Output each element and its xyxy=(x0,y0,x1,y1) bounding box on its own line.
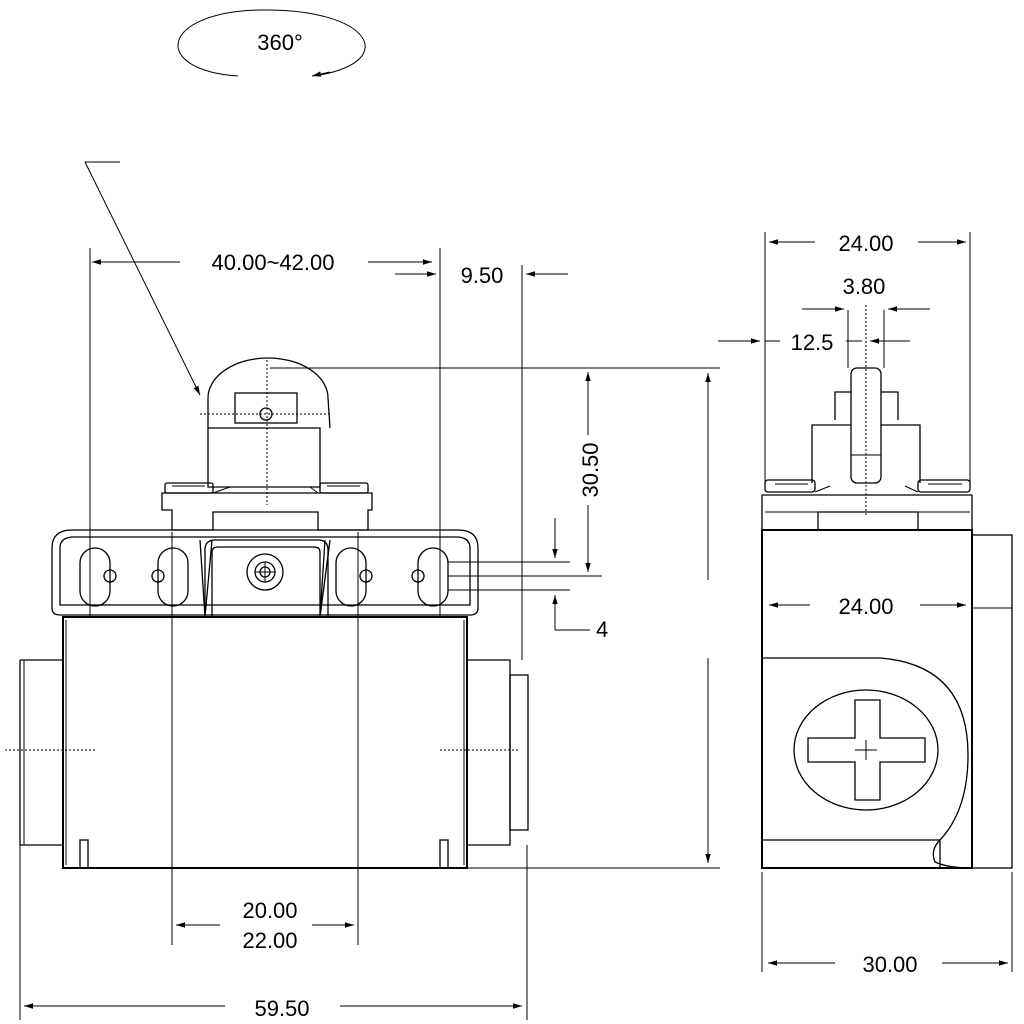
plunger-housing xyxy=(207,427,321,488)
dim-mount-min: 20.00 xyxy=(242,898,297,923)
screw-cross-slot xyxy=(807,699,926,801)
rotation-arc xyxy=(177,9,366,77)
roller-axle-block xyxy=(234,392,298,424)
screw-head-right xyxy=(319,482,369,494)
switch-body xyxy=(62,616,468,869)
rotation-symbol: 360° xyxy=(177,9,366,77)
front-view: 40.00~42.00 9.50 30.50 4 20.00 22.00 59.… xyxy=(5,248,720,1021)
side-body xyxy=(761,529,973,869)
center-screw xyxy=(246,553,284,591)
roller-outline xyxy=(207,357,331,429)
conduit-left xyxy=(19,659,63,846)
conduit-right xyxy=(467,659,511,846)
adjustment-screw xyxy=(793,689,939,811)
side-head-housing xyxy=(762,657,969,868)
side-dim-top-width: 24.00 xyxy=(838,231,893,256)
roller-leader xyxy=(84,161,201,396)
dim-width: 59.50 xyxy=(254,996,309,1021)
mounting-flange xyxy=(51,529,479,616)
dim-adjust-range: 40.00~42.00 xyxy=(212,250,335,275)
top-collar xyxy=(161,492,373,531)
rotation-label: 360° xyxy=(257,30,303,55)
dim-offset: 9.50 xyxy=(461,263,504,288)
side-dim-roller-offset: 12.5 xyxy=(791,330,834,355)
screw-head-left xyxy=(164,482,214,494)
side-cover-plate xyxy=(971,534,1013,869)
dim-mount-max: 22.00 xyxy=(242,928,297,953)
side-dim-depth: 30.00 xyxy=(862,952,917,977)
side-view: 24.00 3.80 12.5 24.00 30.00 xyxy=(718,231,1013,977)
side-dim-roller-width: 3.80 xyxy=(843,274,886,299)
dim-slot: 4 xyxy=(596,617,608,642)
mounting-slots xyxy=(79,547,449,607)
side-dim-body-width: 24.00 xyxy=(838,594,893,619)
dim-height: 30.50 xyxy=(578,442,603,497)
rotation-arrow xyxy=(311,71,331,77)
